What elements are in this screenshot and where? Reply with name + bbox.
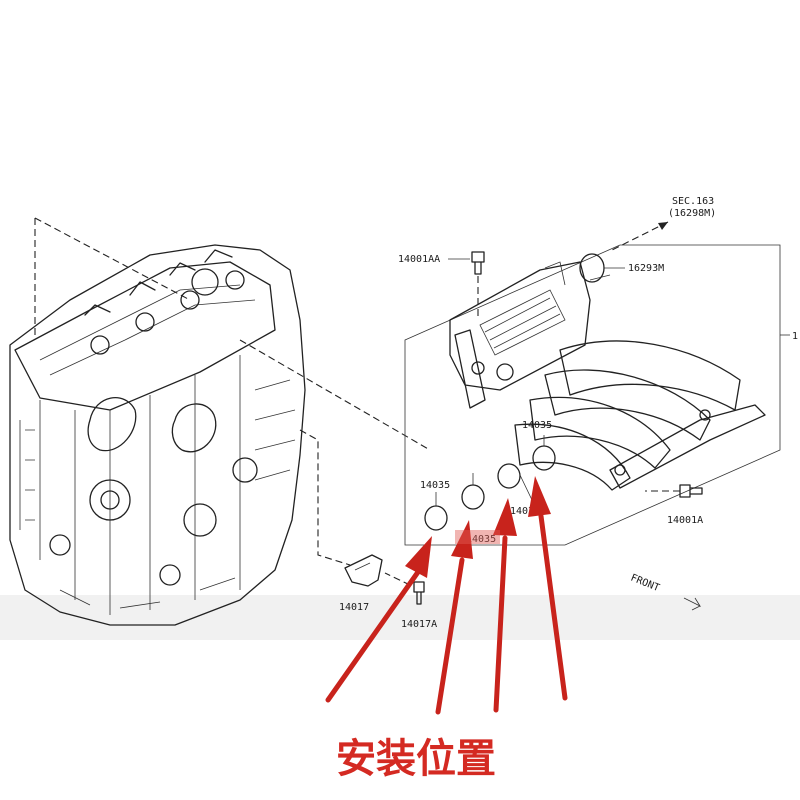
label-ring-b: 14035	[466, 534, 496, 545]
label-sec-ref: (16298M)	[668, 208, 716, 219]
o-ring-d	[532, 445, 556, 471]
arrow-3	[493, 535, 508, 713]
arrow-2-head	[451, 520, 473, 559]
install-position-arrows	[325, 476, 568, 715]
assembly-frame: 1	[404, 244, 798, 546]
o-ring-b	[461, 484, 485, 510]
engine-block	[9, 244, 306, 626]
label-bolt-top: 14001AA	[398, 254, 440, 265]
bracket-14017: 14017 14017A	[339, 554, 437, 630]
label-assembly: 1	[792, 331, 798, 342]
arrow-1-head	[405, 536, 432, 578]
bolt-14001aa: 14001AA	[398, 251, 485, 318]
arrow-2	[435, 557, 465, 715]
arrow-4	[538, 513, 568, 701]
clamp-16293m: 16293M	[579, 253, 664, 283]
arrow-1	[325, 569, 421, 703]
o-ring-c	[497, 463, 521, 489]
label-bracket: 14017	[339, 602, 369, 613]
label-ring-c: 14035	[510, 506, 540, 517]
label-front: FRONT	[629, 573, 661, 594]
label-ring-d: 14035	[522, 420, 552, 431]
label-sec: SEC.163	[672, 196, 714, 207]
section-reference: SEC.163 (16298M)	[611, 196, 716, 251]
engine-leader-lines	[34, 217, 431, 566]
label-bracket-bolt: 14017A	[401, 619, 437, 630]
o-ring-a	[424, 505, 448, 531]
watermark-band	[0, 595, 800, 640]
intake-manifold	[449, 261, 766, 491]
highlight-stamp	[455, 530, 500, 544]
arrow-3-head	[493, 498, 517, 536]
caption-install-position: 安装位置	[336, 736, 496, 782]
label-bolt-right: 14001A	[667, 515, 703, 526]
o-rings: 14035 14035 14035 14035	[420, 420, 556, 545]
arrow-4-head	[528, 476, 551, 517]
label-clamp: 16293M	[628, 263, 664, 274]
label-ring-a: 14035	[420, 480, 450, 491]
bolt-14001a: 14001A	[645, 484, 703, 526]
